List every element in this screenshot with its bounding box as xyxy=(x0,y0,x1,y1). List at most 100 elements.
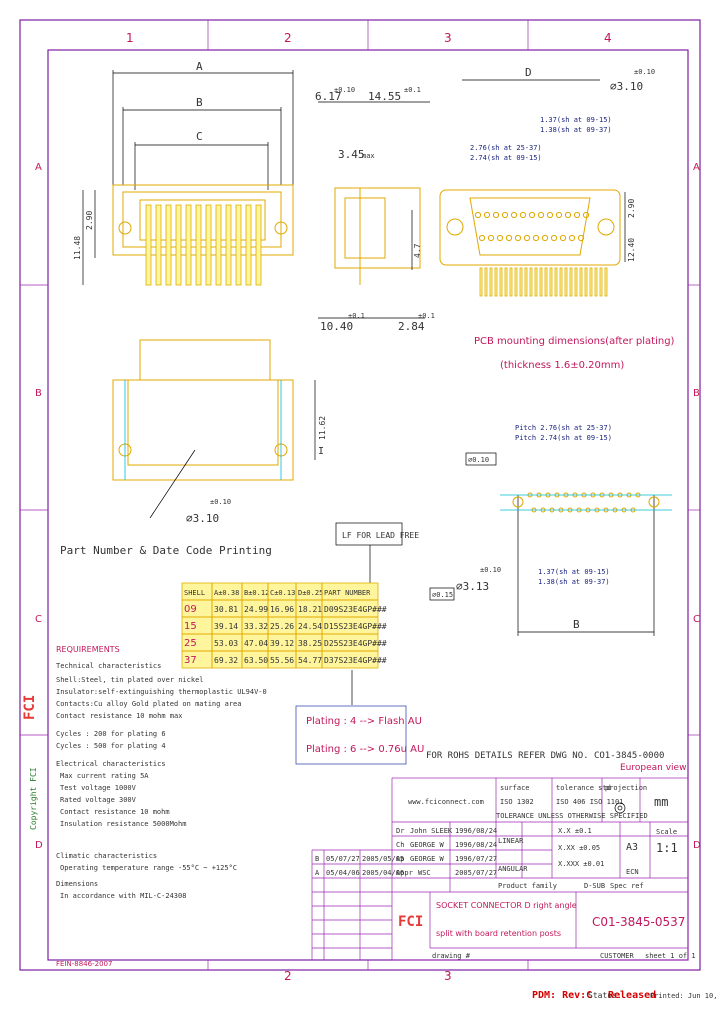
face-lead xyxy=(514,267,518,297)
face-pin xyxy=(523,234,531,242)
face-pin xyxy=(559,234,567,242)
tb-pfam-val: D-SUB xyxy=(584,882,605,890)
face-lead xyxy=(594,267,598,297)
grid-top-3: 3 xyxy=(444,31,452,45)
tb-specref: Spec ref xyxy=(610,882,644,890)
tb-doc-no: C01-3845-0537 xyxy=(592,915,685,929)
dim-b: B xyxy=(196,96,203,109)
req-sec1: Technical characteristics xyxy=(56,662,161,670)
tb-size: A3 xyxy=(626,842,638,853)
rev-b-date: 05/07/27 xyxy=(326,855,360,863)
pcb-note-2: (thickness 1.6±0.20mm) xyxy=(500,360,624,371)
front-pin xyxy=(225,204,232,286)
pl-rows1: 1.37(sh at 09-15) xyxy=(538,568,610,576)
tb-linear: LINEAR xyxy=(498,837,524,845)
tb-ch-name: GEORGE W xyxy=(410,841,445,849)
shell-cell: 69.32 xyxy=(214,656,238,665)
pl-pitch2: Pitch 2.74(sh at 09-15) xyxy=(515,434,612,442)
face-pin xyxy=(573,211,581,219)
footer-printed: Printed: Jun 10, 2011 xyxy=(650,992,720,1000)
shell-cell: D37S23E4GP### xyxy=(324,656,387,665)
sv-bottom2: 2.84 xyxy=(398,320,425,333)
tb-pfam: Product family xyxy=(498,882,557,890)
pcb-mount-hole xyxy=(648,496,660,508)
front-pin xyxy=(155,204,162,286)
ll-hole: ⌀3.10 xyxy=(186,512,219,525)
tb-customer: CUSTOMER xyxy=(600,952,635,960)
rev-a: A xyxy=(315,869,320,877)
pl-b: B xyxy=(573,618,580,631)
shell-cell: 33.32 xyxy=(244,622,268,631)
face-pin xyxy=(478,234,486,242)
req-l4-0: Operating temperature range -55°C ~ +125… xyxy=(60,864,237,872)
tb-dr-date: 1996/08/24 xyxy=(455,827,497,835)
ll-vert: 11.62 xyxy=(318,416,327,440)
tb-ch-date: 1996/08/24 xyxy=(455,841,497,849)
req-l3-3: Contact resistance 10 mohm xyxy=(60,808,170,816)
face-lead xyxy=(504,267,508,297)
face-lead xyxy=(494,267,498,297)
grid-top-4: 4 xyxy=(604,31,612,45)
shell-cell: 25 xyxy=(184,638,197,649)
face-lead xyxy=(479,267,483,297)
tb-ap-name: GEORGE W xyxy=(410,855,445,863)
ll-hole-tol: ±0.10 xyxy=(210,498,231,506)
shell-cell: D09S23E4GP### xyxy=(324,605,387,614)
face-lead xyxy=(599,267,603,297)
plating-box xyxy=(295,705,407,765)
face-pin xyxy=(501,211,509,219)
face-pin xyxy=(564,211,572,219)
face-lead xyxy=(549,267,553,297)
tb-title2: split with board retention posts xyxy=(436,929,561,938)
shell-cell: 55.56 xyxy=(270,656,294,665)
grid-top-1: 1 xyxy=(126,31,134,45)
sv-top2-tol: ±0.1 xyxy=(404,86,421,94)
side-brand: FCI xyxy=(22,695,38,720)
tr-pitch4: 2.74(sh at 09-15) xyxy=(470,154,542,162)
face-lead xyxy=(489,267,493,297)
front-pin xyxy=(235,204,242,286)
req-l1-1: Insulator:self-extinguishing thermoplast… xyxy=(56,688,267,696)
dim-c: C xyxy=(196,130,203,143)
face-lead xyxy=(574,267,578,297)
face-lead xyxy=(499,267,503,297)
tr-pitch1: 1.37(sh at 09-15) xyxy=(540,116,612,124)
face-lead xyxy=(529,267,533,297)
face-lead xyxy=(604,267,608,297)
face-lead xyxy=(524,267,528,297)
sv-mid: 3.45 xyxy=(338,148,365,161)
face-pin xyxy=(555,211,563,219)
grid-left-b: B xyxy=(35,388,42,399)
face-pin xyxy=(582,211,590,219)
tr-d: D xyxy=(525,66,532,79)
req-l1-2: Contacts:Cu alloy Gold plated on mating … xyxy=(56,700,241,708)
footer-status-label: Status: xyxy=(588,991,622,1000)
front-pin xyxy=(145,204,152,286)
grid-top-2: 2 xyxy=(284,31,292,45)
tb-angular: ANGULAR xyxy=(498,865,528,873)
face-pin xyxy=(537,211,545,219)
front-pin xyxy=(185,204,192,286)
tb-title1: SOCKET CONNECTOR D right angle xyxy=(436,901,577,910)
face-lead xyxy=(554,267,558,297)
tb-ap-date: 1996/07/27 xyxy=(455,855,497,863)
tb-scale-val: 1:1 xyxy=(656,841,678,855)
outer-frame xyxy=(19,19,701,971)
grid-left-a: A xyxy=(35,162,42,173)
tb-appr-name: WSC xyxy=(418,869,431,877)
tr-hole: ⌀3.10 xyxy=(610,80,643,93)
tb-ecn: ECN xyxy=(626,868,639,876)
pl-tol2: ⌀0.15 xyxy=(432,591,453,599)
pl-rows2: 1.38(sh at 09-37) xyxy=(538,578,610,586)
tr-pitch2: 1.38(sh at 09-37) xyxy=(540,126,612,134)
shell-cell: 30.81 xyxy=(214,605,238,614)
front-pin xyxy=(245,204,252,286)
sv-top: 6.17 xyxy=(315,90,342,103)
grid-right-d: D xyxy=(693,840,701,851)
side-copyright: Copyright FCI xyxy=(29,767,38,830)
face-pin xyxy=(505,234,513,242)
dim-a: A xyxy=(196,60,203,73)
grid-bottom-2: 2 xyxy=(284,969,292,983)
sv-mid-note: max xyxy=(362,152,375,160)
